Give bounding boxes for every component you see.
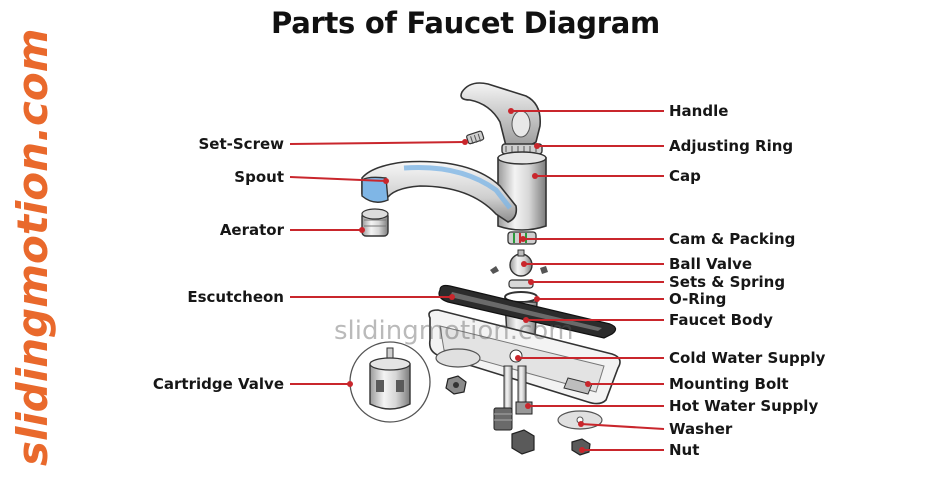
leader-dot-nut (579, 447, 585, 453)
leader-dot-cartridge-valve (347, 381, 353, 387)
label-aerator: Aerator (219, 221, 284, 239)
label-handle: Handle (669, 102, 729, 120)
cartridge-valve-part (349, 341, 431, 423)
leader-dot-mounting-bolt (585, 381, 591, 387)
leader-dot-handle (508, 108, 514, 114)
label-sets-spring: Sets & Spring (669, 273, 786, 291)
leader-lines (289, 108, 665, 453)
label-ball-valve: Ball Valve (669, 255, 753, 273)
label-escutcheon: Escutcheon (187, 288, 284, 306)
label-adjusting-ring: Adjusting Ring (669, 137, 794, 155)
diagram-title: Parts of Faucet Diagram (271, 6, 660, 40)
leader-dot-aerator (359, 227, 365, 233)
leader-dot-o-ring (534, 296, 540, 302)
leader-dot-hot-water-supply (525, 403, 531, 409)
label-cam-packing: Cam & Packing (669, 230, 796, 248)
leader-line-washer (580, 423, 665, 430)
handle-part (460, 82, 542, 150)
label-faucet-body: Faucet Body (669, 311, 773, 329)
leader-dot-faucet-body (523, 317, 529, 323)
aerator-part (361, 208, 389, 237)
label-cold-water-supply: Cold Water Supply (669, 349, 826, 367)
spout-part (361, 160, 518, 223)
leader-dot-cap (532, 173, 538, 179)
leader-line-spout (289, 176, 387, 182)
label-nut: Nut (669, 441, 700, 459)
leader-dot-washer (578, 421, 584, 427)
set-screw-part (466, 130, 485, 145)
leader-dot-sets-spring (528, 279, 534, 285)
leader-dot-spout (383, 178, 389, 184)
label-cap: Cap (669, 167, 701, 185)
leader-dot-escutcheon (449, 294, 455, 300)
label-washer: Washer (669, 420, 733, 438)
leader-dot-cam-packing (520, 236, 526, 242)
supply-lines-part (435, 348, 603, 456)
leader-dot-set-screw (462, 139, 468, 145)
leader-dot-ball-valve (521, 261, 527, 267)
watermark-text: slidingmotion.com (334, 316, 574, 346)
label-spout: Spout (234, 168, 284, 186)
label-hot-water-supply: Hot Water Supply (669, 397, 819, 415)
leader-dot-cold-water-supply (515, 355, 521, 361)
leader-dot-adjusting-ring (534, 143, 540, 149)
leader-line-set-screw (289, 141, 466, 145)
label-mounting-bolt: Mounting Bolt (669, 375, 789, 393)
label-set-screw: Set-Screw (198, 135, 285, 153)
label-o-ring: O-Ring (669, 290, 727, 308)
label-cartridge-valve: Cartridge Valve (152, 375, 284, 393)
